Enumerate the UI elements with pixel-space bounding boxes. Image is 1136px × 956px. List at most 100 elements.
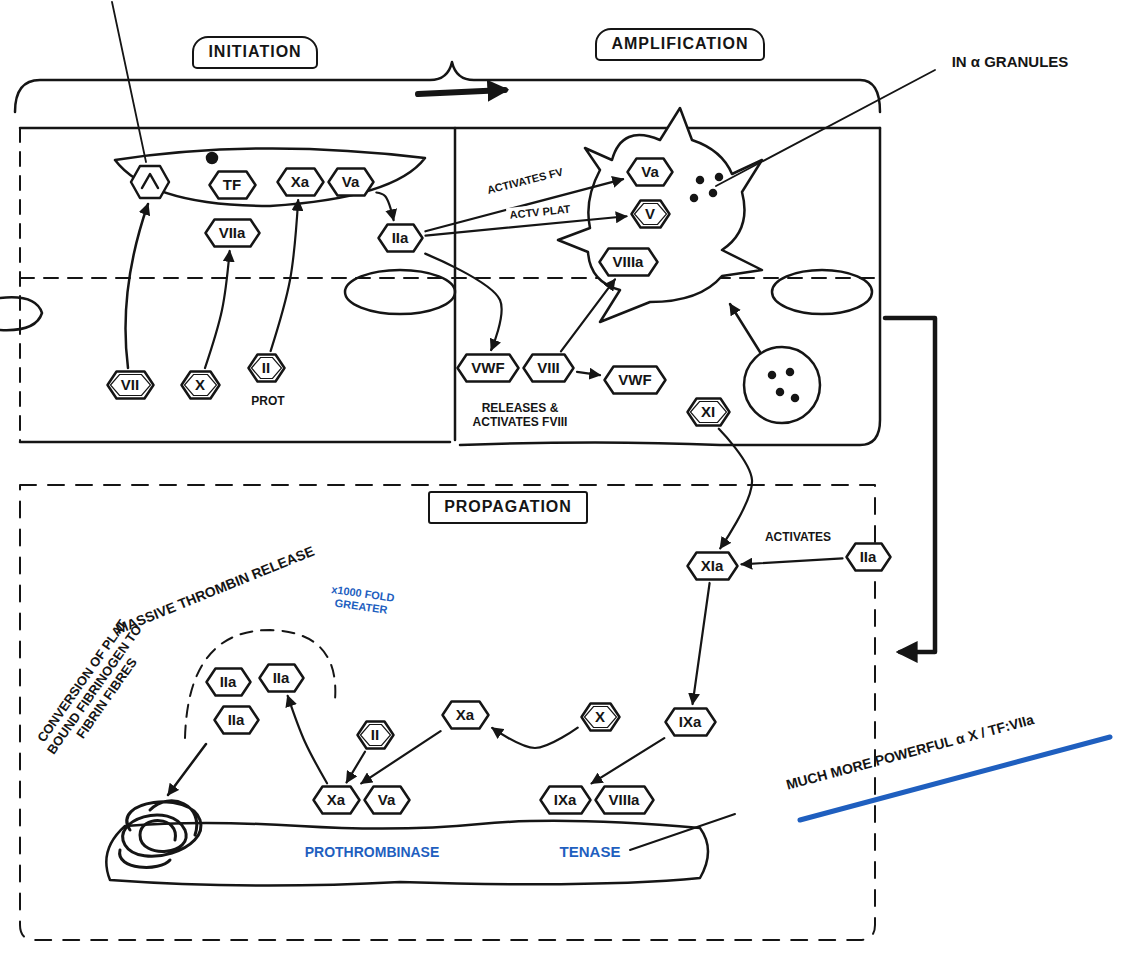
annotation: IN α GRANULES [949, 52, 1072, 71]
activation-arrow [592, 738, 665, 783]
granule-dot [787, 369, 793, 375]
inactive-factor: X [180, 370, 221, 400]
active-factor: Va [363, 785, 411, 815]
tf-bearing-cell [115, 148, 425, 206]
hexagon-outline [599, 249, 657, 276]
leader-line [716, 70, 935, 186]
edge-label: ACTV PLAT [506, 201, 574, 223]
factor-label: IXa [554, 791, 577, 808]
hexagon-outline [328, 169, 373, 196]
hexagon-outline [313, 787, 359, 814]
active-factor: VIIIa [594, 785, 655, 815]
factor-label: Xa [291, 173, 309, 190]
hexagon-outline [277, 169, 323, 196]
hexagon-outline [248, 355, 284, 382]
active-factor: Va [327, 167, 375, 197]
factor-label: VIIIa [609, 791, 640, 808]
vessel-midline [20, 277, 880, 279]
activation-arrow [271, 200, 299, 351]
hexagon-outline [605, 367, 666, 394]
active-factor: XIa [686, 551, 739, 581]
factor-label: IIa [860, 548, 877, 565]
hexagon-outline [540, 787, 590, 814]
factor-label: Va [378, 791, 396, 808]
stage-heading: INITIATION [192, 36, 318, 69]
hexagon-outline [846, 544, 890, 571]
granule-dot [769, 372, 775, 378]
annotation: PROT [248, 394, 287, 410]
hexagon-outline [107, 372, 153, 399]
fibrin-mesh [120, 801, 201, 868]
factor-label: VIIa [219, 224, 246, 241]
factor-label: II [371, 726, 379, 743]
hexagon-outline [206, 669, 250, 696]
active-factor: IXa [664, 707, 717, 737]
activation-arrow [288, 696, 327, 783]
inactive-factor: II [356, 720, 395, 750]
factor-label: VIIIa [613, 253, 644, 270]
active-factor: Xa [441, 700, 490, 730]
vessel-wall [20, 127, 880, 130]
activation-arrow [376, 192, 393, 220]
hexagon-outline [357, 722, 393, 749]
hexagon-outline [205, 220, 259, 247]
phase-arrow [418, 90, 505, 94]
active-factor: IIa [377, 223, 424, 253]
leader-line [112, 2, 146, 162]
cell-nucleus [207, 153, 217, 163]
activation-arrow [205, 251, 230, 368]
inactive-factor: VII [106, 370, 155, 400]
active-factor: VIIIa [598, 247, 659, 277]
factor-label: X [195, 376, 205, 393]
activation-arrow [126, 204, 149, 368]
red-cell [772, 270, 872, 314]
highlight-underline [800, 737, 1110, 820]
hexagon-outline [628, 159, 673, 186]
hexagon-outline [687, 553, 737, 580]
hexagon-outline [458, 355, 519, 382]
factor-label: IIa [392, 229, 409, 246]
factor-label: XI [701, 403, 715, 420]
hexagon-outline [110, 375, 150, 396]
hexagon-outline [524, 355, 574, 382]
activation-arrow [577, 372, 600, 375]
hexagon-outline [581, 704, 619, 731]
factor-label: VII [121, 376, 139, 393]
granule-dot [777, 389, 783, 395]
inactive-factor: V [630, 199, 671, 229]
activation-arrow [693, 583, 710, 704]
hexagon-outline [214, 707, 258, 734]
factor-label: AMPLIFICATION [611, 35, 748, 53]
hexagon-outline [584, 707, 616, 728]
stage-bracket [15, 62, 880, 112]
active-factor: VWF [603, 365, 667, 395]
activation-arrow [561, 279, 615, 351]
panel-divider [454, 128, 457, 440]
hexagon-outline [634, 204, 666, 225]
phase-bracket [885, 318, 935, 652]
factor-label: INITIATION [208, 43, 301, 61]
active-factor: TF [208, 170, 257, 200]
granule-dot [697, 177, 703, 183]
hexagon-outline [360, 725, 390, 746]
panel-edge [20, 441, 450, 444]
granule-dot [710, 190, 716, 196]
factor-label: IXa [679, 713, 702, 730]
annotation: MUCH MORE POWERFUL α X / TF:VIIa [781, 709, 1038, 794]
hexagon-outline [209, 172, 255, 199]
burst-outline [185, 630, 335, 738]
stage-heading: AMPLIFICATION [595, 28, 765, 61]
granule-dot [691, 195, 697, 201]
factor-label: VWF [471, 359, 504, 376]
factor-label: V [645, 205, 655, 222]
active-factor: VIII [522, 353, 575, 383]
inactive-factor: XI [686, 397, 731, 427]
factor-label: II [262, 359, 270, 376]
annotation: x1000 FOLD GREATER [324, 581, 399, 618]
granule-dot [716, 174, 722, 180]
factor-label: VIII [537, 359, 560, 376]
annotation: CONVERSION OF PLAT BOUND FIBRINOGEN TO F… [22, 600, 167, 779]
factor-label: PROPAGATION [444, 498, 572, 516]
hexagon-outline [687, 399, 729, 426]
